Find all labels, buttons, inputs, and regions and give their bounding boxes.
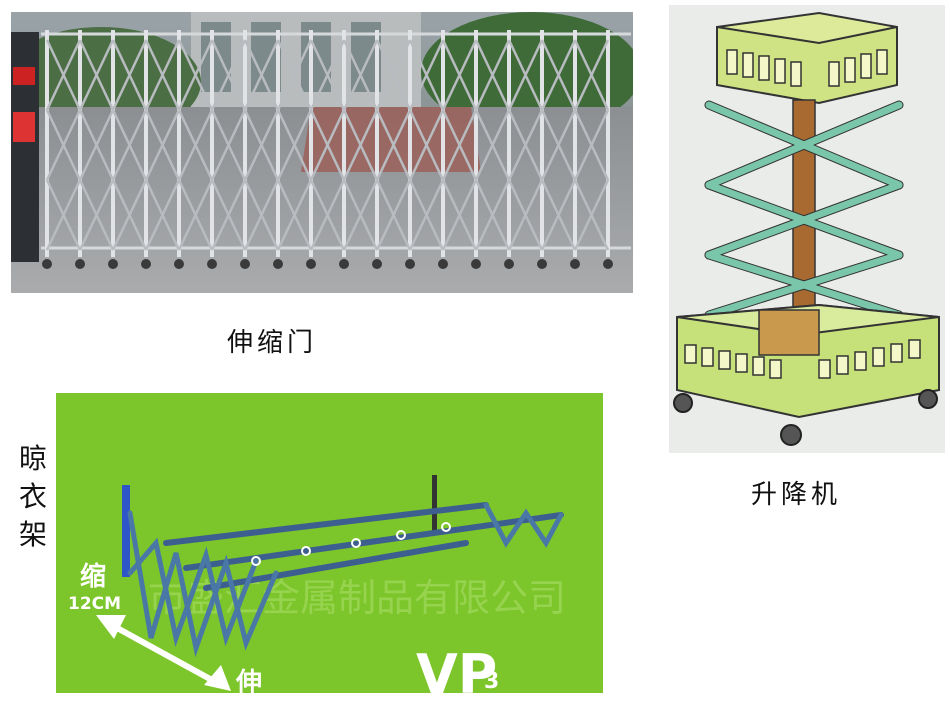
model-label: VP [416,643,497,693]
gate-caption: 伸缩门 [227,328,318,358]
scissor-lift-drawing [669,5,945,453]
label-extend: 伸 [235,668,262,693]
clothes-rack-image: 市盛汇金属制品有限公司 缩 12CM 伸 VP [56,393,603,693]
lift-caption: 升降机 [751,480,842,510]
rack-caption-char-1: 晾 [18,442,47,475]
telescopic-gate-illustration [11,12,633,293]
rack-caption-char-3: 架 [18,518,47,551]
scissor-lift-illustration [669,5,945,453]
rack-caption: 晾 衣 架 [16,440,50,554]
clothes-rack-illustration: 市盛汇金属制品有限公司 缩 12CM 伸 VP [56,393,603,693]
label-size: 12CM [68,594,121,614]
rack-caption-char-2: 衣 [18,480,47,513]
label-shrink: 缩 [80,561,106,592]
telescopic-gate-photo [11,12,633,293]
model-subscript: 3 [484,669,499,693]
